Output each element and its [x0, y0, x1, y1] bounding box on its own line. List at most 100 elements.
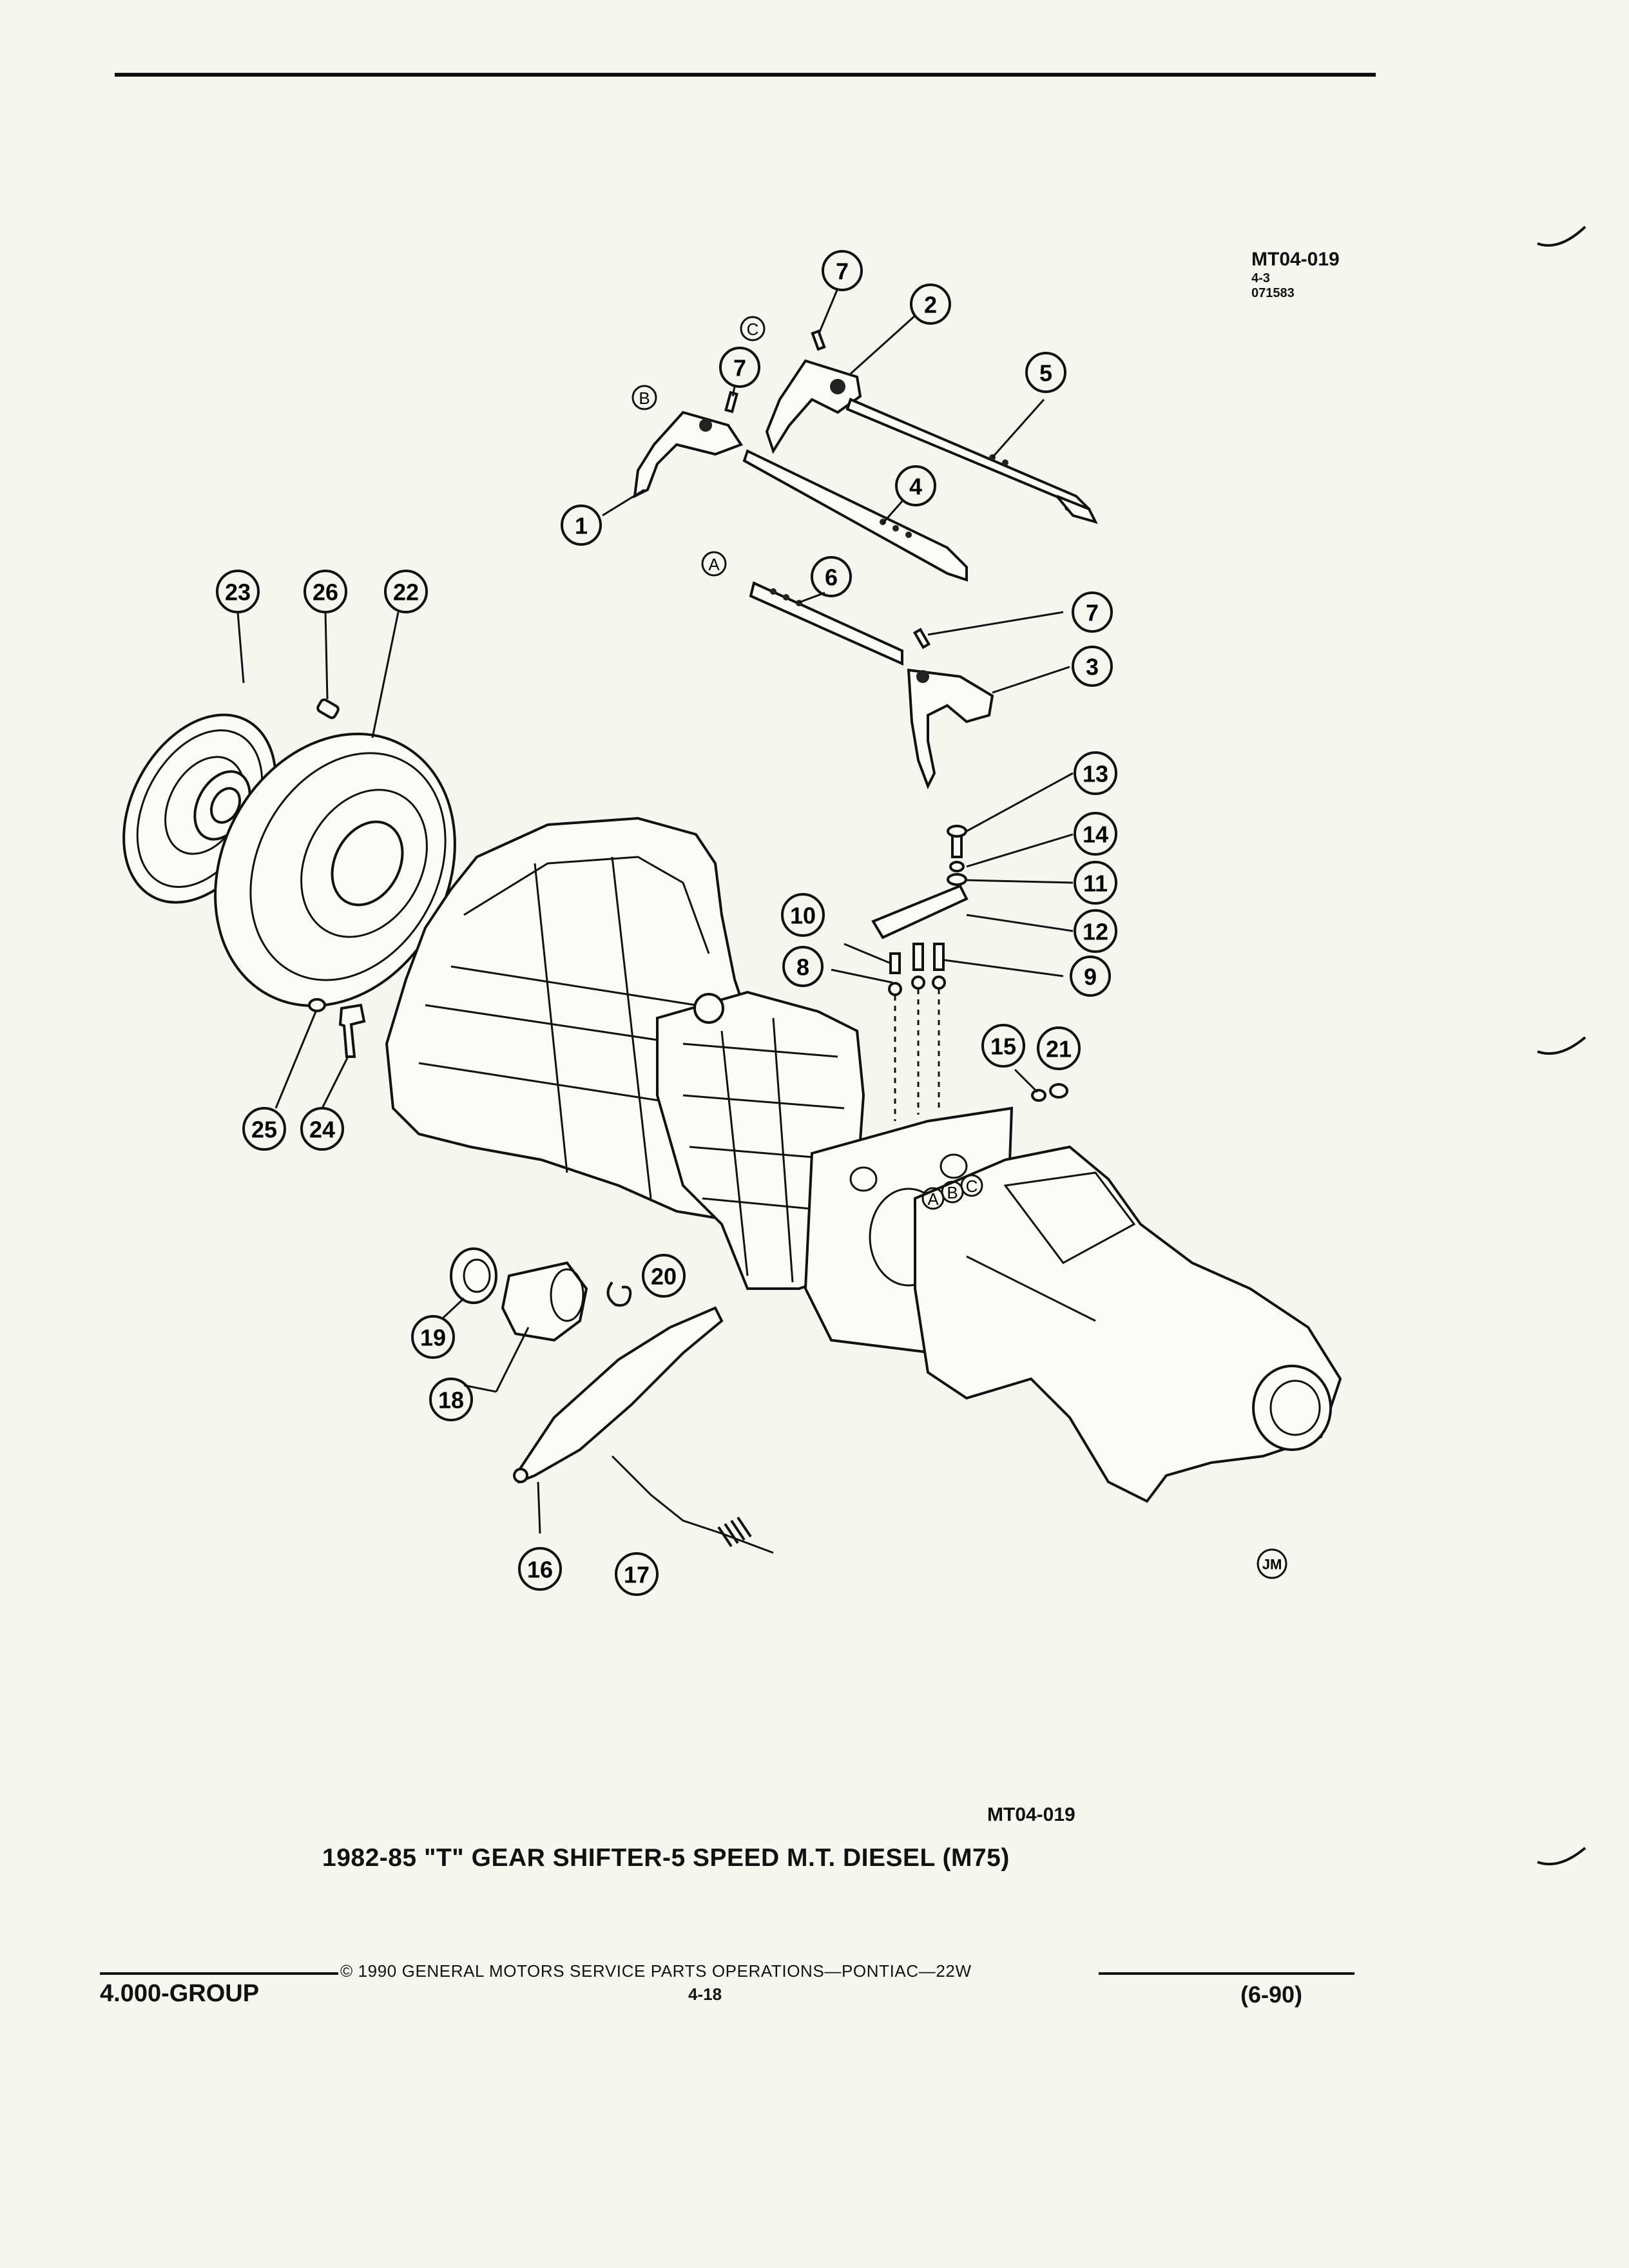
artist-mark: JM [1257, 1548, 1287, 1579]
release-hub [501, 1261, 588, 1342]
clutch-bolt [338, 1003, 366, 1058]
shift-fork-1 [633, 410, 744, 499]
footer-group: 4.000-GROUP [100, 1980, 260, 2007]
footer-page-number: 4-18 [688, 1984, 722, 2004]
svg-text:14: 14 [1083, 822, 1108, 848]
lock-washer [308, 998, 326, 1012]
svg-text:A: A [927, 1189, 939, 1209]
svg-text:19: 19 [420, 1325, 446, 1351]
callout-5: 5 [1025, 352, 1066, 393]
ref-letter-c: C [740, 316, 766, 341]
figure-sub-line-1: 4-3 [1251, 271, 1270, 285]
svg-text:A: A [708, 555, 720, 574]
svg-text:6: 6 [825, 564, 838, 591]
callout-4: 4 [895, 465, 936, 506]
release-bearing [450, 1247, 497, 1304]
callout-25: 25 [242, 1107, 286, 1151]
svg-text:B: B [639, 389, 650, 408]
detent-springs [888, 943, 946, 1121]
callout-10: 10 [781, 893, 825, 937]
return-spring [611, 1455, 774, 1554]
callout-15: 15 [981, 1024, 1025, 1068]
ref-letter-a: A [701, 551, 727, 577]
callout-20: 20 [642, 1254, 686, 1298]
roll-pin [912, 628, 931, 649]
svg-text:22: 22 [393, 579, 419, 606]
svg-text:23: 23 [225, 579, 251, 606]
callout-2: 2 [910, 284, 951, 325]
callout-18: 18 [429, 1378, 473, 1421]
footer-rule-left [100, 1972, 338, 1975]
svg-text:16: 16 [527, 1557, 553, 1583]
svg-text:5: 5 [1039, 360, 1052, 387]
svg-text:8: 8 [796, 954, 809, 981]
callout-1: 1 [561, 505, 602, 546]
shift-fork-3 [907, 668, 994, 789]
figure-caption: 1982-85 "T" GEAR SHIFTER-5 SPEED M.T. DI… [322, 1844, 1010, 1872]
shift-shaft-5 [845, 398, 1098, 524]
svg-text:7: 7 [1086, 600, 1099, 626]
callout-12: 12 [1074, 909, 1117, 953]
svg-text:17: 17 [624, 1562, 650, 1588]
callout-11: 11 [1074, 861, 1117, 905]
retaining-clip [606, 1281, 632, 1307]
shift-shaft-6 [749, 581, 903, 666]
svg-text:7: 7 [733, 355, 746, 381]
svg-text:13: 13 [1083, 761, 1108, 787]
svg-text:21: 21 [1046, 1036, 1072, 1062]
svg-text:C: C [747, 320, 759, 339]
svg-text:25: 25 [251, 1117, 277, 1143]
interlock-pin [1031, 1089, 1046, 1102]
callout-21: 21 [1037, 1026, 1081, 1070]
shift-lever-plate [871, 825, 969, 939]
roll-pin [811, 329, 826, 351]
plug [1049, 1083, 1068, 1099]
svg-text:9: 9 [1084, 964, 1097, 990]
extension-housing [914, 1145, 1342, 1503]
callout-7-lower: 7 [1072, 591, 1113, 633]
svg-text:1: 1 [575, 513, 588, 539]
svg-text:C: C [966, 1177, 978, 1196]
footer-date: (6-90) [1240, 1981, 1303, 2008]
callout-16: 16 [518, 1547, 562, 1591]
callout-7-mid: 7 [719, 347, 760, 388]
figure-code-header: MT04-019 [1251, 249, 1340, 270]
callout-9: 9 [1070, 956, 1111, 997]
svg-text:15: 15 [990, 1033, 1016, 1060]
svg-text:11: 11 [1083, 870, 1108, 897]
svg-text:JM: JM [1262, 1557, 1282, 1573]
svg-text:2: 2 [924, 292, 937, 318]
ref-letter-b: B [631, 385, 657, 410]
svg-text:B: B [947, 1183, 958, 1202]
callout-14: 14 [1074, 812, 1117, 856]
svg-text:7: 7 [836, 258, 849, 285]
callout-19: 19 [411, 1315, 455, 1359]
callout-7-top: 7 [822, 250, 863, 291]
svg-text:20: 20 [651, 1264, 677, 1290]
figure-sub-line-2: 071583 [1251, 286, 1295, 300]
svg-text:18: 18 [438, 1387, 464, 1414]
footer-copyright: © 1990 GENERAL MOTORS SERVICE PARTS OPER… [340, 1961, 972, 1981]
release-fork [513, 1306, 724, 1484]
shift-fork-2 [765, 359, 862, 454]
ref-letters-abc: A B C [921, 1174, 983, 1210]
callout-13: 13 [1074, 751, 1117, 795]
footer-rule-right [1099, 1972, 1354, 1975]
callout-17: 17 [615, 1552, 659, 1596]
top-rule [115, 73, 1376, 77]
roll-pin [724, 390, 738, 414]
shift-shaft-4 [742, 449, 968, 582]
callout-8: 8 [782, 946, 824, 987]
svg-text:26: 26 [313, 579, 338, 606]
svg-text:10: 10 [790, 903, 816, 929]
svg-text:4: 4 [909, 474, 922, 500]
pressure-plate [214, 733, 456, 1007]
svg-text:3: 3 [1086, 654, 1099, 680]
callout-22: 22 [384, 570, 428, 613]
callout-26: 26 [304, 570, 347, 613]
callout-3: 3 [1072, 646, 1113, 687]
svg-text:12: 12 [1083, 919, 1108, 945]
caption-figure-code: MT04-019 [987, 1804, 1075, 1825]
svg-text:24: 24 [309, 1117, 335, 1143]
